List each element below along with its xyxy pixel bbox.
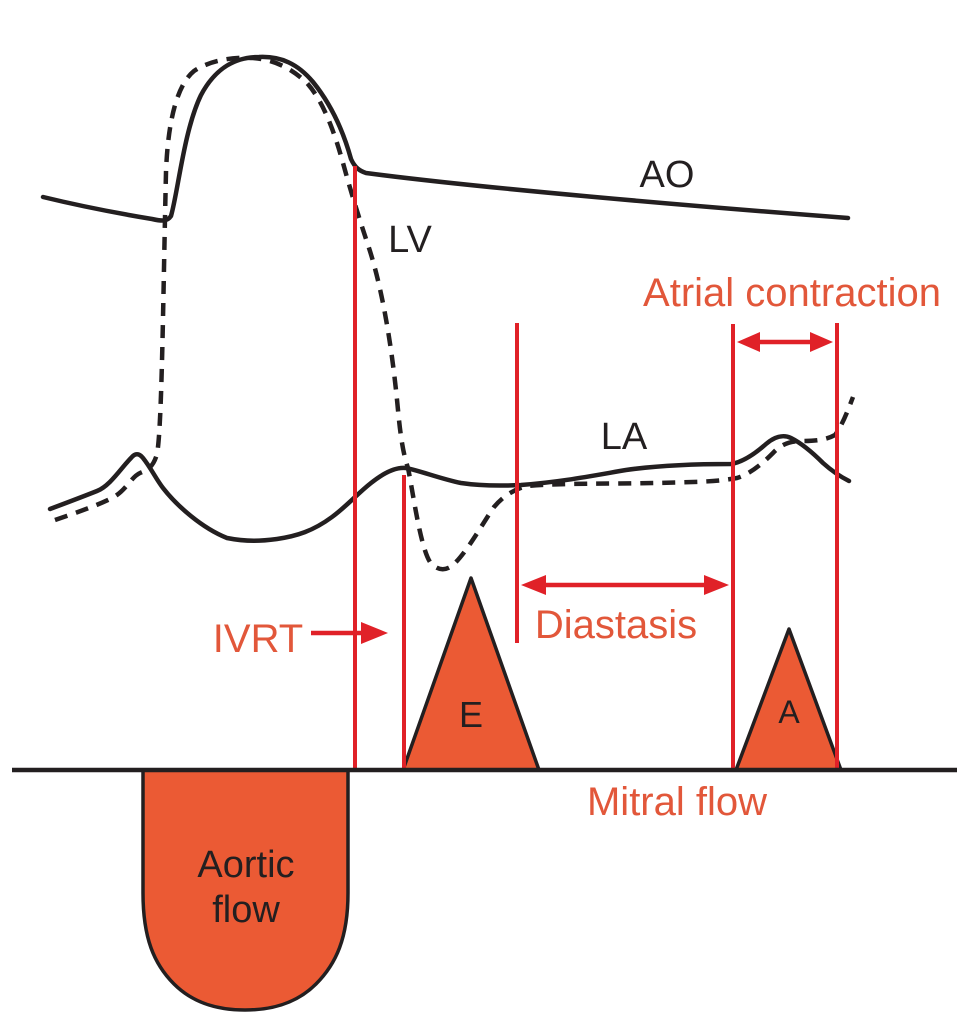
diastasis-label: Diastasis — [535, 603, 697, 647]
a-wave-label: A — [778, 694, 800, 730]
e-wave-label: E — [459, 694, 483, 735]
aortic-flow-label-line1: Aortic — [197, 844, 294, 886]
ivrt-label: IVRT — [213, 617, 303, 661]
aortic-flow-shape — [141, 768, 350, 1012]
diastasis-arrow-right-head — [704, 575, 729, 595]
diastasis-arrow — [521, 575, 729, 595]
lv-pressure-curve — [54, 55, 856, 572]
aortic-flow-label-line2: flow — [212, 889, 280, 931]
ao-pressure-curve — [40, 54, 851, 223]
mitral-flow-label: Mitral flow — [587, 780, 767, 824]
atrial-contraction-arrow-left-head — [737, 332, 760, 352]
atrial-contraction-arrow — [737, 332, 833, 352]
atrial-contraction-label: Atrial contraction — [643, 271, 941, 315]
la-curve-label: LA — [601, 416, 648, 458]
diastasis-arrow-left-head — [521, 575, 546, 595]
ivrt-arrow-head — [361, 622, 388, 644]
la-pressure-curve — [47, 434, 852, 543]
ivrt-arrow — [311, 622, 388, 644]
ao-curve-label: AO — [640, 154, 695, 196]
atrial-contraction-arrow-right-head — [810, 332, 833, 352]
lv-curve-label: LV — [388, 219, 432, 261]
